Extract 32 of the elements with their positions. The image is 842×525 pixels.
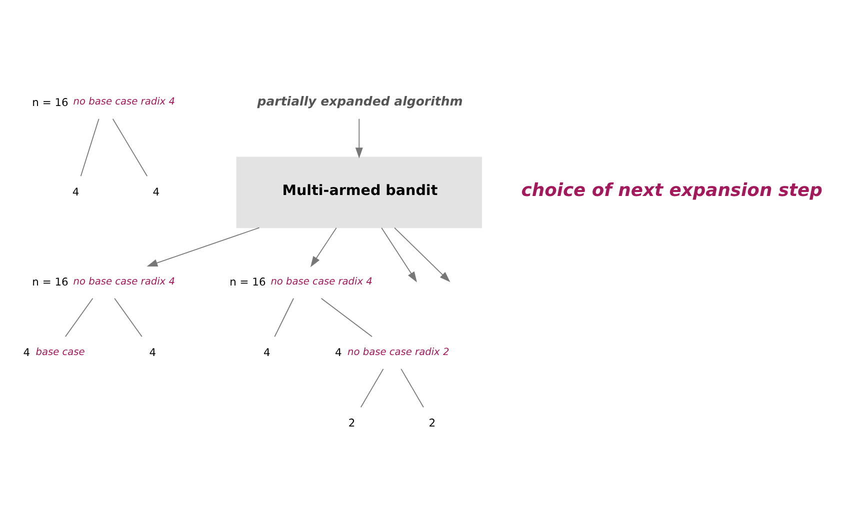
node-label: base case <box>36 346 85 358</box>
node-text: 4 <box>152 185 160 198</box>
connector <box>400 368 424 408</box>
node-text: n = 16 <box>32 274 68 288</box>
connector <box>112 118 148 176</box>
node-text: 4 <box>335 345 342 358</box>
arrow <box>381 226 417 282</box>
connector <box>80 118 100 176</box>
connector <box>360 368 384 408</box>
connector <box>114 297 142 337</box>
node-text: 4 <box>264 345 270 358</box>
connector <box>274 297 294 337</box>
node-text: 4 <box>23 345 30 358</box>
node-label: no base case radix 4 <box>270 276 372 287</box>
node-label: no base case radix 4 <box>73 276 175 287</box>
node-text: 4 <box>72 185 80 198</box>
node-label: no base case radix 4 <box>73 96 175 108</box>
label: choice of next expansion step <box>521 180 822 200</box>
node-text: 2 <box>348 416 356 430</box>
arrow <box>310 226 337 267</box>
node-text: n = 16 <box>230 274 266 288</box>
node-text: partially expanded algorithm <box>257 93 463 108</box>
node-text: n = 16 <box>32 95 68 108</box>
connector <box>64 297 94 337</box>
connector <box>320 297 372 337</box>
node-box: Multi-armed bandit <box>236 156 482 228</box>
node-text: 4 <box>149 345 156 358</box>
arrow <box>394 226 450 282</box>
node-text: 2 <box>428 416 436 430</box>
arrow <box>355 118 363 158</box>
arrow <box>146 226 260 266</box>
node-label: no base case radix 2 <box>348 346 450 358</box>
